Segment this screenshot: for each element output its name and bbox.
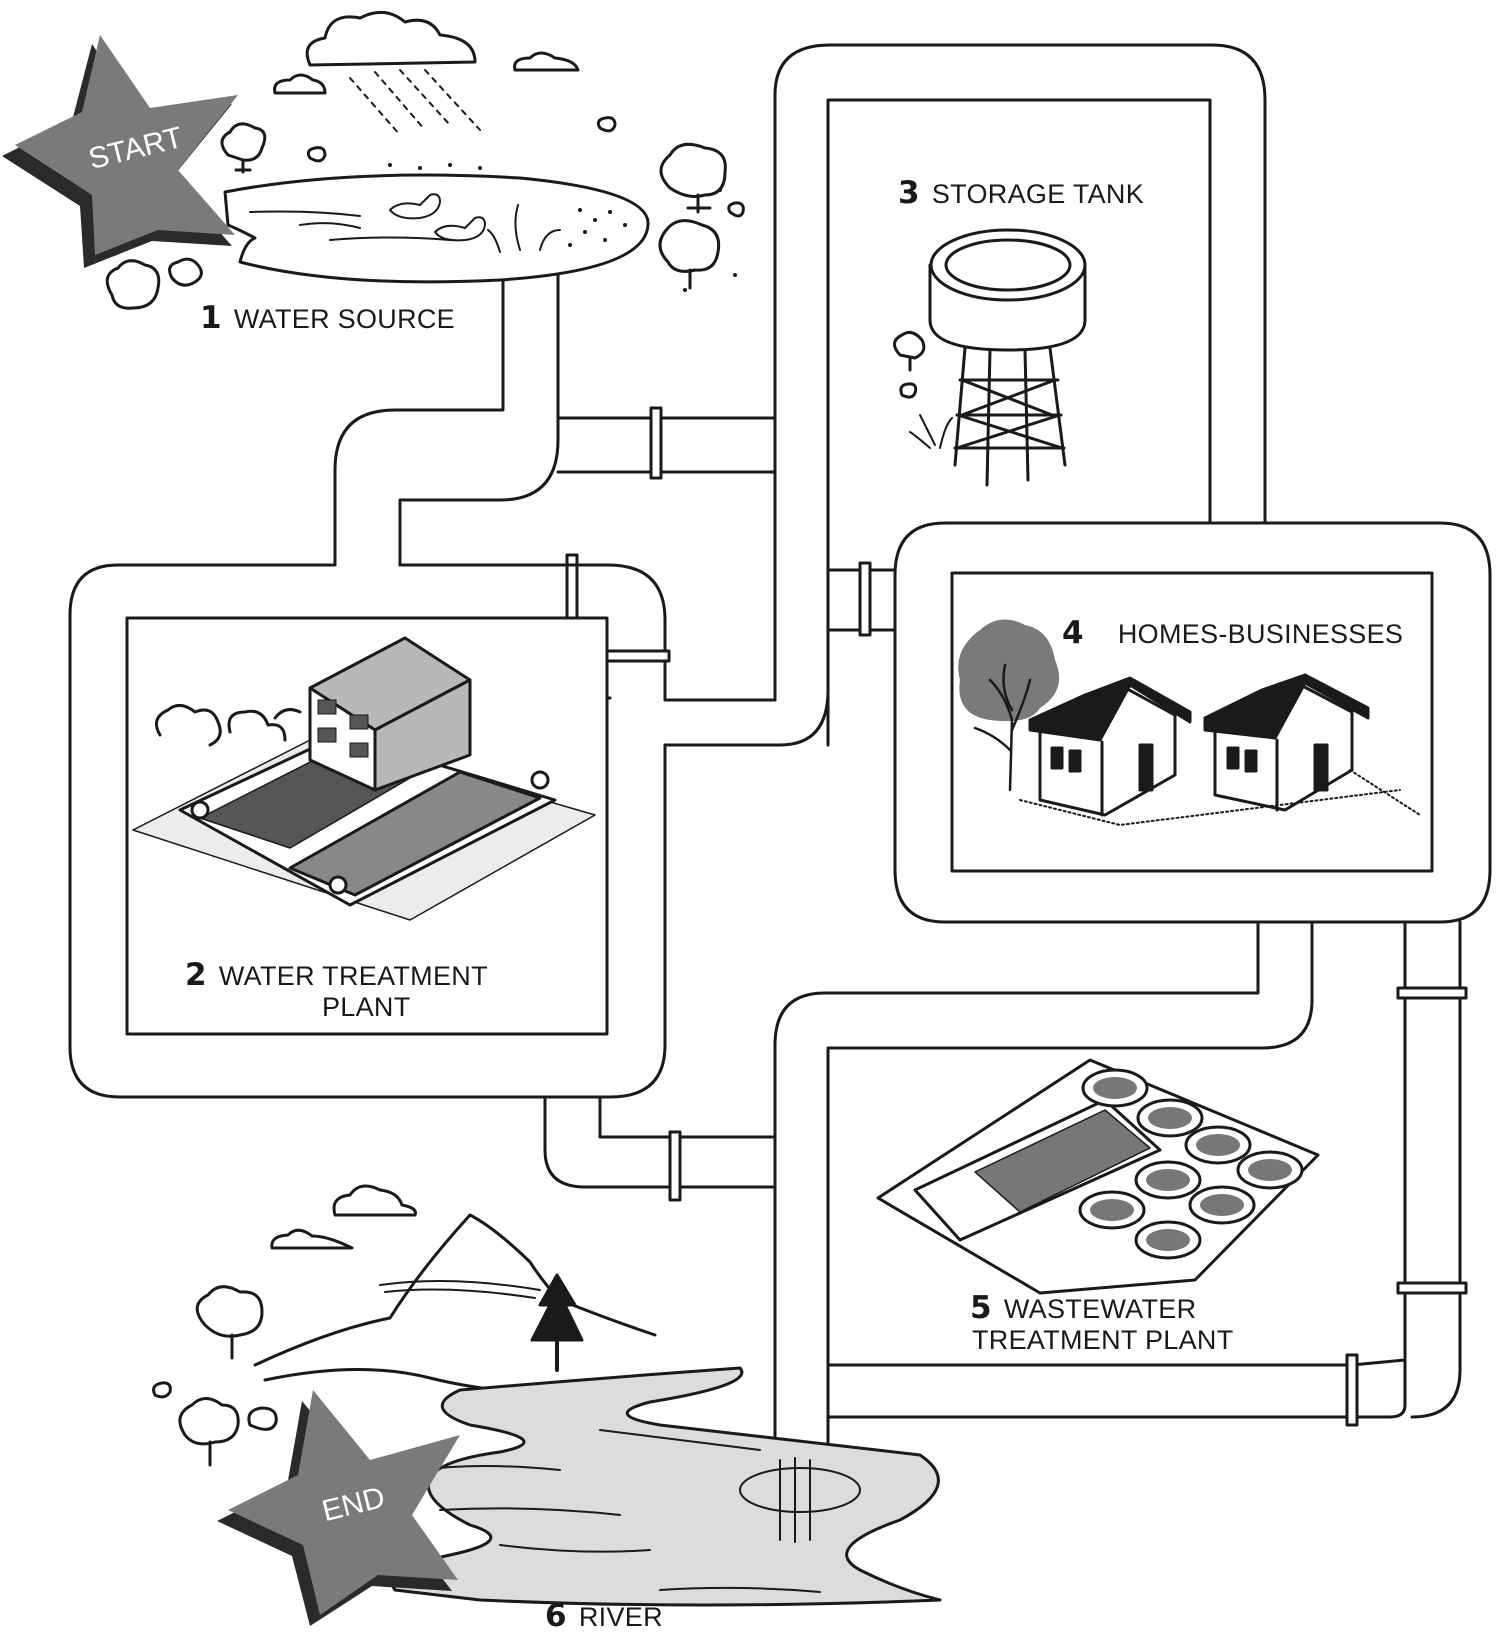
stage-6-number: 6 [545, 1598, 567, 1634]
stage-5-number: 5 [970, 1290, 992, 1326]
stage-4-number: 4 [1062, 615, 1084, 651]
tree-icon [220, 122, 267, 174]
storage-tank-icon [893, 228, 1087, 487]
stage-5-name: WASTEWATER [1003, 1294, 1197, 1324]
duck-icon [389, 193, 441, 220]
stage-2-name-line2: PLANT [322, 992, 411, 1022]
stage-3-label: 3 STORAGE TANK [898, 175, 1144, 211]
stage-1-name: WATER SOURCE [233, 304, 455, 334]
pipe-homes-frame [893, 521, 1492, 924]
start-star [2, 35, 238, 268]
stage-1-number: 1 [200, 300, 222, 336]
stage-4-name: HOMES-BUSINESSES [1117, 619, 1404, 649]
stage-3-name: STORAGE TANK [931, 179, 1145, 209]
pond [223, 173, 650, 284]
stage-2-label: 2 WATER TREATMENT [185, 957, 488, 993]
pipe-treatment-outflow [606, 563, 737, 702]
end-star [217, 1390, 460, 1626]
stage-6-name: RIVER [578, 1602, 663, 1632]
stage-1-label: 1 WATER SOURCE [200, 300, 455, 336]
wastewater-plant-icon [876, 1058, 1320, 1295]
stage-6-label: 6 RIVER [545, 1598, 663, 1634]
homes-icon [958, 619, 1421, 826]
stage-5-name-line2: TREATMENT PLANT [972, 1325, 1234, 1355]
stage-3-number: 3 [898, 175, 920, 211]
pipe-network [68, 43, 1492, 1457]
stage-2-name: WATER TREATMENT [218, 961, 488, 991]
pipe-source-to-storage [556, 416, 777, 474]
cloud-icon [305, 10, 477, 67]
stage-2-number: 2 [185, 957, 207, 993]
tree-icon [195, 1285, 264, 1360]
stage-5-label: 5 WASTEWATER [970, 1290, 1196, 1326]
stage-4-label: 4 HOMES-BUSINESSES [1062, 615, 1403, 651]
pipe-wastewater-to-river [826, 920, 1407, 1419]
pipe-storage-loop [773, 43, 1267, 702]
cloud-icon [332, 1184, 417, 1217]
pipe-treatment-frame [68, 563, 667, 1099]
pipe-source-outflow [333, 260, 505, 567]
river [390, 1366, 942, 1607]
pine-tree-icon [530, 1273, 584, 1342]
treatment-plant-icon [132, 636, 596, 921]
pipe-homes-to-wastewater [773, 920, 1260, 1457]
water-source-scene [105, 10, 745, 310]
